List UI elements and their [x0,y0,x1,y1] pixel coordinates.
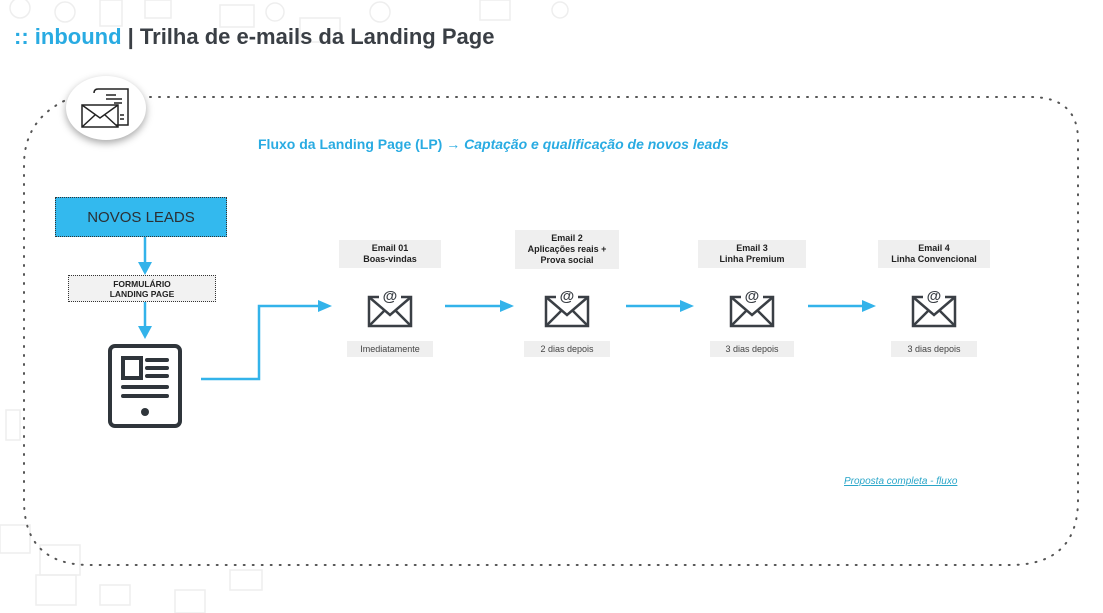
email-document-icon [81,88,129,128]
svg-text:@: @ [560,288,575,305]
email-label-line1: Email 2 [551,233,583,243]
arrow-lp-to-email1 [201,304,318,381]
email-at-icon: @ [367,288,413,328]
tablet-landing-page-icon [108,344,182,428]
svg-text:@: @ [383,288,398,305]
email-label-line2: Aplicações reais + [527,244,607,254]
page-title: :: inbound | Trilha de e-mails da Landin… [14,24,494,50]
email-label-line1: Email 3 [736,243,768,253]
email-document-badge [66,76,146,140]
proposta-completa-link[interactable]: Proposta completa - fluxo [844,476,958,487]
email-timing: 3 dias depois [710,341,794,357]
email-label-line1: Email 4 [918,243,950,253]
flow-subtitle: Fluxo da Landing Page (LP) → Captação e … [258,136,729,152]
email-label-line1: Email 01 [371,243,409,253]
email-label-line2: Linha Premium [719,254,785,264]
svg-text:@: @ [745,288,760,305]
email-at-icon: @ [911,288,957,328]
brand-name: :: inbound [14,24,122,49]
email-timing: 2 dias depois [524,341,610,357]
form-landing-page-box: FORMULÁRIO LANDING PAGE [68,275,216,302]
email-at-icon: @ [729,288,775,328]
form-line-1: FORMULÁRIO [113,278,171,289]
email-label-line2: Linha Convencional [891,254,977,264]
subtitle-main: Fluxo da Landing Page (LP) → [258,136,465,152]
email-label-line3: Prova social [540,255,594,265]
novos-leads-box: NOVOS LEADS [55,197,227,237]
email-timing: Imediatamente [347,341,433,357]
subtitle-italic: Captação e qualificação de novos leads [464,136,729,152]
form-line-2: LANDING PAGE [109,288,175,299]
email-at-icon: @ [544,288,590,328]
svg-text:@: @ [927,288,942,305]
title-separator: | [121,24,140,49]
title-text: Trilha de e-mails da Landing Page [139,24,495,49]
dotted-frame [23,96,1079,566]
email-timing: 3 dias depois [891,341,977,357]
email-label-line2: Boas-vindas [363,254,417,264]
